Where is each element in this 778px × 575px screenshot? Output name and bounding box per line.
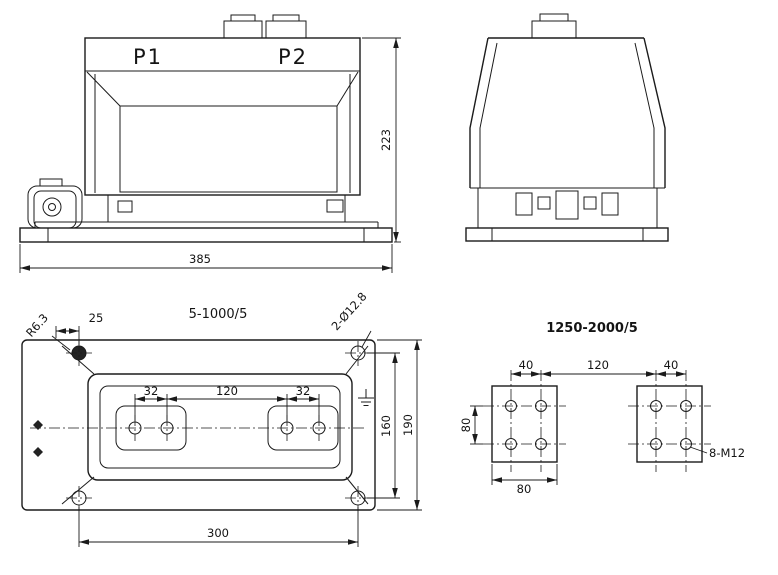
plan-view-title: 5-1000/5 — [189, 307, 248, 322]
label-corner-radius: R6.3 — [23, 311, 71, 351]
side-view — [465, 13, 669, 242]
dim-80-horizontal: 80 — [491, 464, 558, 496]
dim-25-label: 25 — [89, 311, 104, 325]
dim-160-label: 160 — [379, 415, 393, 437]
dim-120-label: 120 — [216, 384, 238, 398]
dim-80-horizontal-label: 80 — [517, 482, 532, 496]
dim-top-row: 40 120 40 — [511, 358, 686, 377]
side-terminal — [531, 13, 577, 39]
plan-corner-holes — [66, 341, 371, 511]
dim-190: 190 — [377, 339, 422, 511]
detail-view: 1250-2000/5 40 120 — [459, 321, 745, 496]
hole-diameter-label: 2-Ø12.8 — [328, 290, 369, 334]
ct-body-outline — [84, 37, 361, 196]
dim-25: 25 — [55, 311, 104, 345]
side-footer-details — [477, 188, 658, 228]
lower-housing — [34, 195, 379, 228]
side-body-outline — [469, 37, 666, 189]
dim-40-left-label: 40 — [519, 358, 534, 372]
dim-120-label: 120 — [587, 358, 609, 372]
dim-190-label: 190 — [401, 414, 415, 436]
thread-callout: 8-M12 — [689, 446, 745, 460]
dim-40-right-label: 40 — [664, 358, 679, 372]
datum-mark — [33, 420, 43, 430]
dim-300-label: 300 — [207, 526, 229, 540]
primary-terminals — [223, 14, 307, 39]
ground-symbol — [358, 389, 374, 406]
dim-32-right-label: 32 — [296, 384, 311, 398]
p2-label: P2 — [278, 45, 308, 69]
dim-32-left-label: 32 — [144, 384, 159, 398]
dim-300: 300 — [78, 507, 359, 547]
dim-width-385: 385 — [19, 244, 393, 273]
secondary-terminal-bracket — [27, 178, 83, 229]
dim-slot-spacing: 32 120 32 — [134, 384, 320, 421]
corner-radius-label: R6.3 — [23, 311, 51, 340]
dim-80-vertical-label: 80 — [459, 418, 473, 433]
plan-view: 5-1000/5 — [21, 290, 422, 547]
datum-mark — [33, 447, 43, 457]
p1-label: P1 — [133, 45, 163, 69]
dim-160: 160 — [367, 352, 400, 499]
front-view: P1 P2 223 — [19, 14, 401, 273]
label-hole-diameter: 2-Ø12.8 — [328, 290, 372, 348]
dim-width-label: 385 — [189, 252, 211, 266]
detail-plates — [483, 370, 711, 472]
thread-label: 8-M12 — [709, 446, 745, 460]
detail-view-title: 1250-2000/5 — [546, 321, 638, 336]
base-plate — [19, 227, 393, 243]
plan-base-flange — [21, 339, 376, 511]
plan-raised-body — [30, 373, 366, 481]
dim-height-223: 223 — [362, 37, 401, 243]
dim-80-vertical: 80 — [459, 405, 483, 445]
side-base-plate — [465, 227, 669, 242]
dim-height-label: 223 — [379, 129, 393, 151]
